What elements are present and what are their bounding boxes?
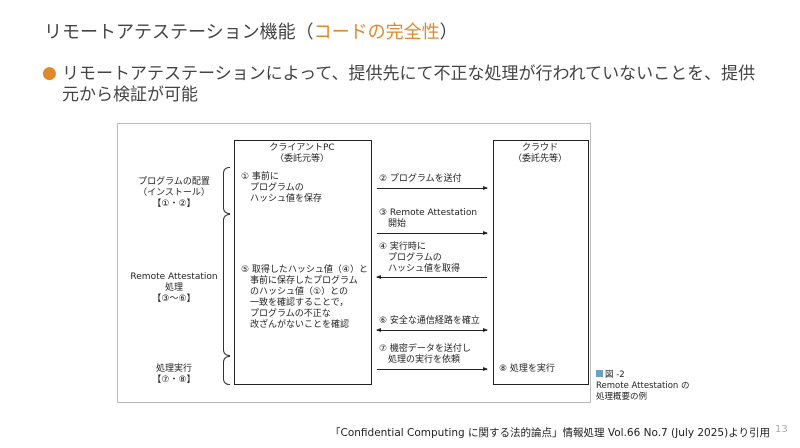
title-main: リモートアテステーション機能（: [44, 22, 314, 43]
source-citation: 「Confidential Computing に関する法的論点」情報処理 Vo…: [330, 427, 770, 439]
arrow-label-7: ⑦ 機密データを送付し 処理の実行を依頼: [379, 344, 471, 365]
title-highlight: コードの完全性: [313, 22, 440, 43]
arrow-right-7: [377, 367, 488, 371]
arrow-right-2: [377, 186, 488, 190]
figure-caption: 図 -2 Remote Attestation の 処理概要の例: [596, 370, 690, 402]
client-pc-box: [234, 140, 372, 385]
bullet-dot-icon: ●: [42, 63, 57, 83]
brace-execution: [223, 356, 230, 385]
cloud-subtitle: （委託先等）: [512, 154, 567, 164]
bullet-text: リモートアテステーションによって、提供先にて不正な処理が行われていないことを、提…: [62, 64, 756, 105]
cloud-title: クラウド: [521, 143, 558, 153]
arrow-right-3: [377, 231, 488, 235]
bullet-point: ●リモートアテステーションによって、提供先にて不正な処理が行われていないことを、…: [42, 63, 772, 106]
title-end: ）: [439, 22, 458, 43]
brace-install: [223, 167, 230, 214]
cloud-box: [493, 140, 589, 385]
brace-remote-attestation: [223, 214, 230, 356]
arrow-both-6: [376, 328, 488, 332]
client-step-5: ⑤ 取得したハッシュ値（④）と 事前に保存したプログラム のハッシュ値（①）との…: [241, 265, 368, 330]
cloud-step-8: ⑧ 処理を実行: [499, 364, 555, 374]
client-step-1: ① 事前に プログラムの ハッシュ値を保存: [241, 172, 323, 204]
arrow-label-4: ④ 実行時に プログラムの ハッシュ値を取得: [379, 242, 461, 274]
arrow-label-3: ③ Remote Attestation 開始: [379, 208, 478, 229]
caption-square-icon: [596, 370, 603, 377]
slide-title: リモートアテステーション機能（コードの完全性）: [44, 18, 458, 44]
left-label-install: プログラムの配置（インストール）【①・②】: [138, 177, 210, 209]
arrow-label-2: ② プログラムを送付: [379, 174, 462, 184]
left-label-execution: 処理実行【⑦・⑧】: [152, 364, 196, 385]
page-number: 13: [775, 424, 788, 435]
arrow-label-6: ⑥ 安全な通信経路を確立: [379, 316, 480, 326]
arrow-left-4: [376, 275, 487, 279]
client-subtitle: （委託元等）: [274, 154, 329, 164]
client-title: クライアントPC: [269, 143, 335, 153]
figure-diagram: クライアントPC （委託元等） クラウド （委託先等） プログラムの配置（インス…: [117, 123, 591, 403]
